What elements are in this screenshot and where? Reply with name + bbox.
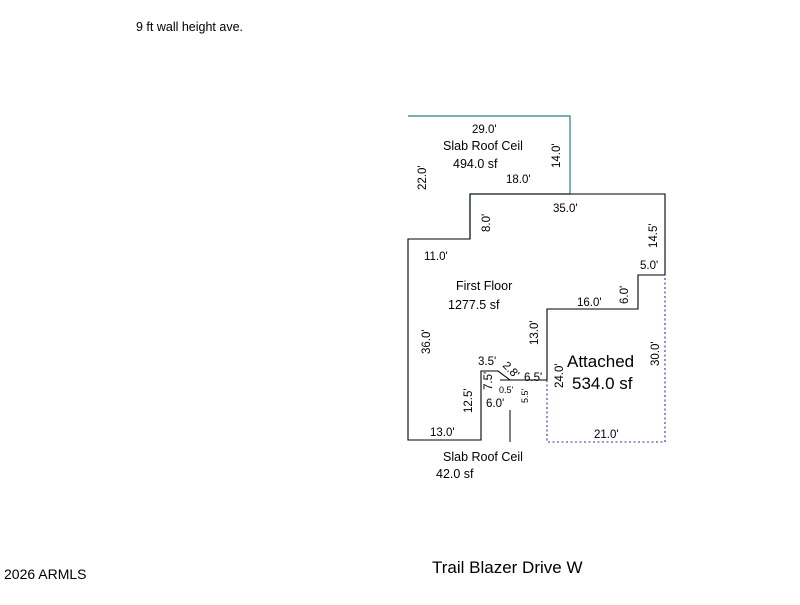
slab-top-label: Slab Roof Ceil	[443, 139, 523, 153]
dim-2-8: 2.8'	[500, 360, 521, 381]
dim-6: 6.0'	[619, 286, 631, 304]
dim-36: 36.0'	[421, 329, 433, 354]
copyright-text: 2026 ARMLS	[4, 566, 87, 582]
first-floor-label: First Floor	[456, 279, 512, 293]
dim-6-5: 6.5'	[524, 372, 542, 384]
dim-13-horizontal: 13.0'	[430, 427, 455, 439]
dim-30: 30.0'	[650, 341, 662, 366]
dim-24: 24.0'	[554, 363, 566, 388]
attached-label: Attached	[567, 352, 634, 371]
dim-11: 11.0'	[424, 251, 448, 263]
dim-14-5: 14.5'	[648, 223, 660, 248]
wall-height-note: 9 ft wall height ave.	[136, 20, 243, 34]
dim-13-vertical: 13.0'	[529, 320, 541, 345]
dim-12-5: 12.5'	[463, 388, 475, 413]
dim-29: 29.0'	[472, 124, 497, 136]
dim-6-0-bottom: 6.0'	[486, 398, 504, 410]
dim-22: 22.0'	[417, 165, 429, 190]
dim-0-5: 0.5'	[499, 385, 514, 395]
dim-8: 8.0'	[481, 214, 493, 232]
dim-5: 5.0'	[640, 260, 658, 272]
dim-14: 14.0'	[551, 143, 563, 168]
slab-top-area: 494.0 sf	[453, 157, 498, 171]
dim-3-5: 3.5'	[478, 356, 496, 368]
dim-7-5: 7.5'	[483, 372, 495, 390]
attached-area: 534.0 sf	[572, 374, 633, 393]
dim-21: 21.0'	[594, 429, 619, 441]
dim-35: 35.0'	[553, 203, 578, 215]
slab-bottom-area: 42.0 sf	[436, 467, 474, 481]
dim-18: 18.0'	[506, 174, 531, 186]
dim-16: 16.0'	[577, 297, 602, 309]
dim-5-5: 5.5'	[520, 388, 530, 403]
first-floor-outline	[407, 193, 666, 441]
first-floor-area: 1277.5 sf	[448, 298, 500, 312]
slab-bottom-label: Slab Roof Ceil	[443, 450, 523, 464]
street-name: Trail Blazer Drive W	[432, 558, 583, 577]
